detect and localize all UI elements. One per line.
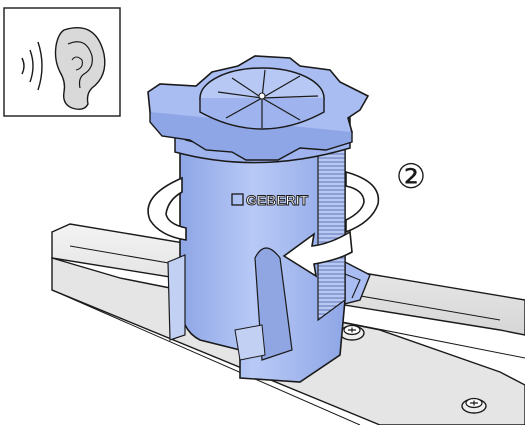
step-number: ②: [396, 157, 426, 197]
screw-head: [461, 397, 487, 414]
screw-head: [339, 324, 365, 341]
rotate-arrow-icon: [147, 170, 380, 278]
geberit-part-body: [167, 147, 346, 383]
brand-logo: GEBERIT: [231, 192, 309, 208]
adjustment-knob: [147, 55, 370, 161]
ear-sound-icon: [3, 7, 121, 117]
brand-text: GEBERIT: [246, 192, 309, 208]
